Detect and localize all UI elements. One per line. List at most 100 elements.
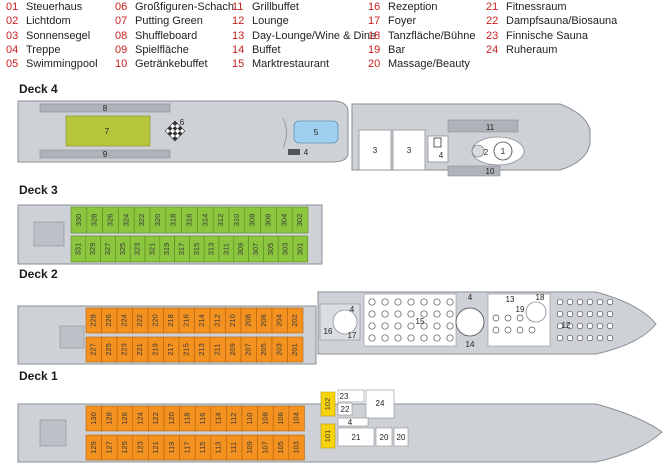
- table-icon: [606, 334, 614, 342]
- chess-board-icon: [164, 120, 186, 142]
- cabin-number: 210: [228, 314, 237, 327]
- table-icon: [407, 310, 415, 318]
- cabin-number: 204: [275, 314, 284, 327]
- cabin-number: 201: [290, 343, 299, 356]
- deck-2-title: Deck 2: [19, 267, 58, 281]
- table-icon: [586, 334, 594, 342]
- dance-floor: [525, 301, 547, 323]
- area-label: 13: [506, 295, 515, 304]
- legend-label: Spielfläche: [135, 43, 189, 56]
- legend-label: Finnische Sauna: [506, 29, 588, 42]
- deck-3-aft-stairs: [33, 221, 65, 247]
- table-icon: [516, 314, 524, 322]
- table-icon: [556, 298, 564, 306]
- cabin-number: 315: [192, 243, 201, 256]
- cabin-number: 226: [104, 314, 113, 327]
- legend-number: 13: [232, 29, 245, 42]
- table-icon: [420, 322, 428, 330]
- cabin-number: 217: [166, 343, 175, 356]
- table-icon: [394, 310, 402, 318]
- table-icon: [433, 310, 441, 318]
- area-label: 17: [348, 331, 357, 340]
- cabin-number: 128: [104, 412, 113, 425]
- legend-label: Buffet: [252, 43, 281, 56]
- cabin-number: 213: [197, 343, 206, 356]
- cabin-number: 325: [118, 243, 127, 256]
- table-icon: [368, 334, 376, 342]
- cabin-number: 202: [290, 314, 299, 327]
- legend-label: Dampfsauna/Biosauna: [506, 15, 618, 28]
- area-label: 12: [562, 321, 571, 330]
- cabin-number: 225: [104, 343, 113, 356]
- deck-4-stairs: [427, 135, 449, 163]
- legend-item: 06 Großfiguren-Schach: [115, 0, 234, 14]
- table-icon: [596, 322, 604, 330]
- cabin-102: [320, 391, 336, 417]
- cabin-202: [287, 307, 304, 334]
- legend-label: Day-Lounge/Wine & Dine: [252, 29, 377, 42]
- cabin-number: 313: [207, 243, 216, 256]
- drinks-buffet-area: [447, 165, 501, 177]
- cabin-301: [292, 235, 309, 263]
- cabin-number: 305: [266, 243, 275, 256]
- table-icon: [446, 334, 454, 342]
- lichtdom-icon: [471, 144, 485, 158]
- legend-number: 07: [115, 15, 128, 28]
- table-icon: [368, 322, 376, 330]
- legend-number: 09: [115, 43, 128, 56]
- table-icon: [576, 322, 584, 330]
- deck-1-title: Deck 1: [19, 369, 58, 383]
- legend-number: 06: [115, 1, 128, 13]
- legend-number: 22: [486, 15, 499, 28]
- cabin-number: 324: [121, 214, 130, 227]
- legend-label: Großfiguren-Schach: [135, 1, 235, 13]
- table-icon: [394, 322, 402, 330]
- table-icon: [528, 326, 536, 334]
- table-icon: [433, 334, 441, 342]
- cabin-number: 203: [275, 343, 284, 356]
- cabin-number: 211: [213, 344, 222, 356]
- area-label: 20: [397, 433, 406, 442]
- area-label: 11: [486, 123, 495, 132]
- cabin-number: 218: [166, 314, 175, 327]
- cabin-number: 123: [136, 441, 145, 454]
- area-label: 9: [103, 150, 108, 159]
- legend-label: Treppe: [26, 43, 61, 56]
- legend-item: 22 Dampfsauna/Biosauna: [486, 14, 617, 28]
- area-label: 15: [416, 317, 425, 326]
- table-icon: [446, 322, 454, 330]
- table-icon: [566, 322, 574, 330]
- swimming-pool: [293, 120, 339, 144]
- table-icon: [504, 314, 512, 322]
- wheelhouse-icon: [493, 141, 513, 161]
- sun-sail-2: [392, 129, 426, 171]
- cabin-number: 125: [120, 441, 129, 454]
- legend-number: 11: [232, 1, 244, 13]
- legend-label: Foyer: [388, 15, 417, 28]
- table-icon: [407, 334, 415, 342]
- cabin-number: 227: [89, 343, 98, 356]
- cabin-number: 106: [276, 412, 285, 425]
- area-label: 8: [103, 104, 108, 113]
- cabin-number: 214: [197, 314, 206, 327]
- table-icon: [596, 334, 604, 342]
- cabin-number: 304: [279, 214, 288, 227]
- area-label: 16: [324, 327, 333, 336]
- table-icon: [556, 322, 564, 330]
- cabin-number: 120: [167, 412, 176, 425]
- legend-number: 17: [368, 15, 381, 28]
- cabin-number: 121: [151, 441, 160, 454]
- table-icon: [446, 310, 454, 318]
- table-icon: [596, 298, 604, 306]
- market-restaurant-tables: [368, 298, 454, 342]
- legend-label: Lounge: [252, 15, 289, 28]
